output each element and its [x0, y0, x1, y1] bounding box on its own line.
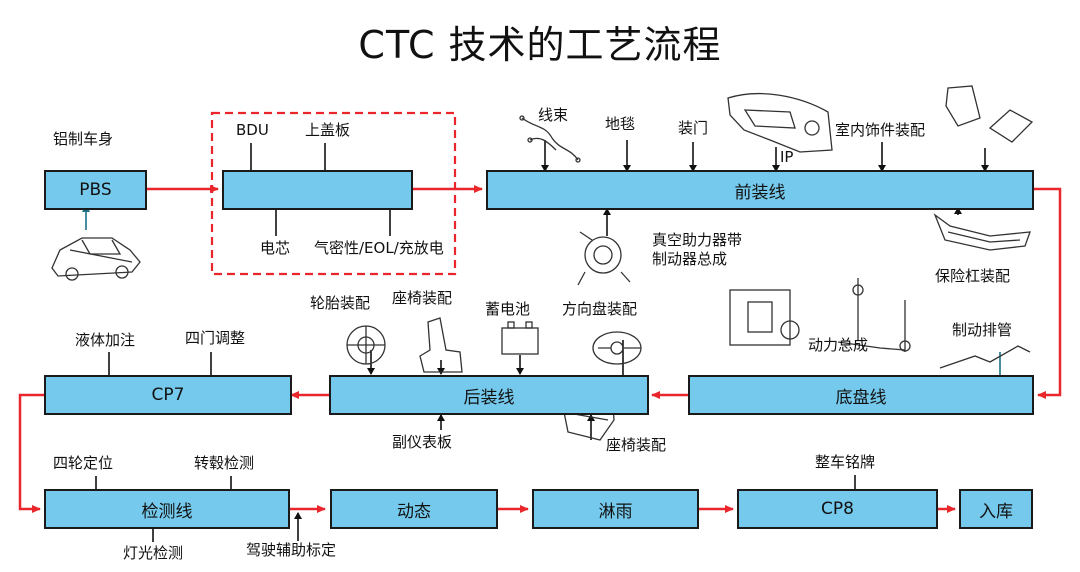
label-light-test: 灯光检测	[123, 544, 184, 562]
battery-integration-frame	[210, 111, 457, 276]
label-wheel-align: 四轮定位	[53, 454, 114, 472]
instrument-panel-illustration	[727, 92, 833, 153]
label-vacuum-booster-line1: 真空助力器带	[652, 231, 743, 249]
label-powertrain: 动力总成	[808, 336, 869, 354]
box-dynamic: 动态	[330, 489, 498, 529]
label-steering: 方向盘装配	[562, 300, 638, 318]
flow-cp7-to-test	[18, 393, 44, 513]
box-front-line: 前装线	[486, 170, 1034, 210]
label-aluminum-body: 铝制车身	[53, 130, 114, 148]
flow-front-to-chassis	[1033, 187, 1062, 399]
label-adas-calib: 驾驶辅助标定	[246, 541, 337, 559]
label-door-adjust: 四门调整	[185, 329, 246, 347]
label-harness: 线束	[538, 106, 569, 124]
tire-illustration	[346, 325, 386, 365]
label-top-cover: 上盖板	[305, 121, 351, 139]
box-cp7: CP7	[44, 375, 292, 415]
label-nameplate: 整车铭牌	[815, 453, 876, 471]
box-rear-line: 后装线	[329, 375, 649, 415]
steering-wheel-illustration	[592, 331, 642, 365]
box-pbs: PBS	[44, 170, 147, 210]
label-seat-bottom: 座椅装配	[606, 436, 667, 454]
label-battery: 蓄电池	[485, 300, 531, 318]
label-ip: IP	[780, 148, 794, 166]
seat-top-illustration	[419, 317, 463, 373]
suspension-illustration	[837, 278, 911, 352]
box-test-line: 检测线	[44, 489, 290, 529]
label-bdu: BDU	[236, 121, 269, 139]
box-cp8: CP8	[737, 489, 938, 529]
label-fluid-fill: 液体加注	[75, 331, 136, 349]
label-cell: 电芯	[260, 239, 291, 257]
glass-illustration	[945, 85, 1034, 143]
label-brake-pipe: 制动排管	[952, 321, 1013, 339]
box-battery-integration	[222, 170, 413, 210]
label-vacuum-booster-line2: 制动器总成	[652, 250, 728, 268]
label-interior-trim: 室内饰件装配	[835, 121, 926, 139]
label-hub-test: 转毂检测	[194, 454, 255, 472]
flow-arrows	[18, 185, 1062, 513]
page-title: CTC 技术的工艺流程	[358, 23, 722, 67]
vacuum-booster-illustration	[577, 231, 631, 286]
powertrain-illustration	[729, 289, 800, 346]
illustrations	[51, 85, 1034, 441]
box-chassis-line: 底盘线	[688, 375, 1034, 415]
label-tire: 轮胎装配	[310, 294, 371, 312]
label-carpet: 地毯	[605, 115, 636, 133]
box-storage: 入库	[959, 489, 1033, 529]
box-rain: 淋雨	[532, 489, 699, 529]
label-sub-dash: 副仪表板	[392, 433, 453, 451]
wiring-harness-illustration	[519, 115, 581, 163]
car-body-illustration	[51, 237, 141, 281]
bumper-illustration	[933, 213, 1031, 251]
label-seat-top: 座椅装配	[392, 289, 453, 307]
battery-illustration	[501, 321, 539, 355]
label-door: 装门	[678, 119, 709, 137]
label-bumper: 保险杠装配	[935, 267, 1011, 285]
label-airtight: 气密性/EOL/充放电	[314, 239, 444, 257]
brake-pipe-illustration	[939, 345, 1031, 369]
